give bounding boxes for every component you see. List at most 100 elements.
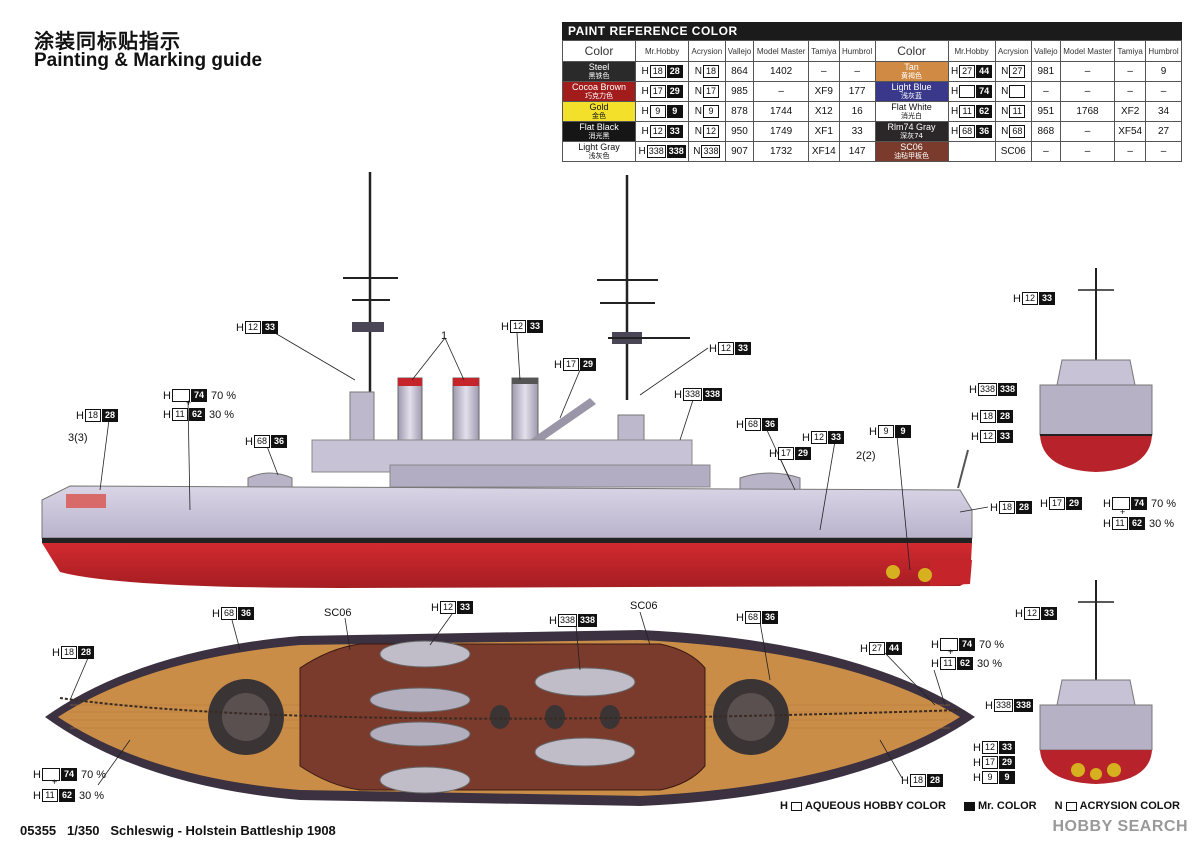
mix-percentage: 30 %: [78, 789, 105, 802]
fore-turret-inner: [727, 693, 775, 741]
mix-percentage: 70 %: [1150, 497, 1177, 510]
stern-upper-hull: [1039, 384, 1153, 436]
mr-color-code-box: 338: [577, 614, 598, 627]
mr-color-code-box: 338: [997, 383, 1018, 396]
boat: [379, 766, 471, 794]
color-name-cn: 浅灰蓝: [901, 91, 923, 100]
acrysion-code-box: 68: [1009, 125, 1026, 138]
plus-sign: +: [52, 777, 58, 787]
code-prefix: H: [736, 418, 744, 431]
legend-hobby: H AQUEOUS HOBBY COLOR: [780, 800, 946, 812]
code-number-box: 12: [1021, 292, 1038, 305]
code-number-box: 338: [977, 383, 997, 396]
code-number-box: 338: [646, 145, 666, 158]
mr-color-code-box: 29: [1065, 497, 1082, 510]
deck-color-label: SC06: [324, 607, 352, 619]
code-number-box: [171, 389, 190, 402]
funnel-top: [545, 705, 565, 729]
propeller: [918, 568, 932, 582]
code-number-box: [1111, 497, 1130, 510]
code-prefix: H: [549, 614, 557, 627]
code-number-box: 12: [649, 125, 666, 138]
bow-lower-hull: [1040, 750, 1152, 784]
product-name: Schleswig - Holstein Battleship 1908: [110, 823, 336, 838]
mr-color-code-box: 29: [998, 756, 1015, 769]
code-number-box: 27: [868, 642, 885, 655]
code-number-box: 18: [979, 410, 996, 423]
mix-percentage: 30 %: [976, 657, 1003, 670]
color-name-cn: 金色: [592, 111, 606, 120]
mr-color-code-box: 338: [702, 388, 723, 401]
code-prefix: N: [693, 146, 701, 157]
code-prefix: H: [1103, 497, 1111, 510]
mr-color-code-box: 36: [237, 607, 254, 620]
mr-color-code-box: 36: [761, 611, 778, 624]
code-prefix: H: [641, 86, 649, 97]
code-prefix: H: [554, 358, 562, 371]
code-prefix: N: [1001, 66, 1009, 77]
code-prefix: N: [1001, 106, 1009, 117]
color-name: Steel: [588, 61, 610, 72]
flagstaff: [957, 449, 969, 489]
code-prefix: H: [76, 409, 84, 422]
color-name: Light Blue: [891, 81, 932, 92]
funnel-3-cap: [512, 378, 538, 384]
code-prefix: H: [674, 388, 682, 401]
legend-h-letter: H: [780, 800, 788, 812]
funnel-1-band: [398, 378, 422, 386]
code-prefix: H: [431, 601, 439, 614]
code-number-box: 12: [439, 601, 456, 614]
code-number-box: 9: [981, 771, 998, 784]
lower-hull: [42, 543, 972, 588]
code-prefix: H: [1040, 497, 1048, 510]
mr-color-code-box: 36: [976, 125, 993, 138]
code-prefix: N: [694, 106, 702, 117]
mr-color-code-box: 28: [1015, 501, 1032, 514]
legend-n-letter: N: [1054, 800, 1063, 812]
legend-acry: N ACRYSION COLOR: [1055, 800, 1180, 812]
rudder: [930, 560, 972, 586]
mr-color-code-box: 9: [666, 105, 683, 118]
code-prefix: H: [969, 383, 977, 396]
legend-mr: Mr. COLOR: [963, 800, 1037, 812]
stern-lower-hull: [1040, 435, 1152, 472]
page-title: Painting & Marking guide: [34, 50, 263, 71]
legend-hobby-label: AQUEOUS HOBBY COLOR: [804, 800, 946, 812]
acrysion-code-box: [1009, 85, 1026, 98]
code-prefix: H: [52, 646, 60, 659]
code-number-box: 18: [998, 501, 1015, 514]
upper-hull: [41, 485, 973, 539]
code-prefix: N: [1001, 126, 1009, 137]
mix-percentage: 70 %: [210, 389, 237, 402]
mr-color-code-box: 62: [976, 105, 993, 118]
mr-color-code-box: 29: [579, 358, 596, 371]
code-prefix: N: [694, 86, 702, 97]
code-number-box: 68: [253, 435, 270, 448]
code-number-box: 9: [877, 425, 894, 438]
mix-percentage: 70 %: [80, 768, 107, 781]
code-prefix: H: [236, 321, 244, 334]
acrysion-code-box: 27: [1009, 65, 1026, 78]
code-prefix: N: [694, 66, 702, 77]
code-number-box: 17: [981, 756, 998, 769]
code-prefix: H: [860, 642, 868, 655]
